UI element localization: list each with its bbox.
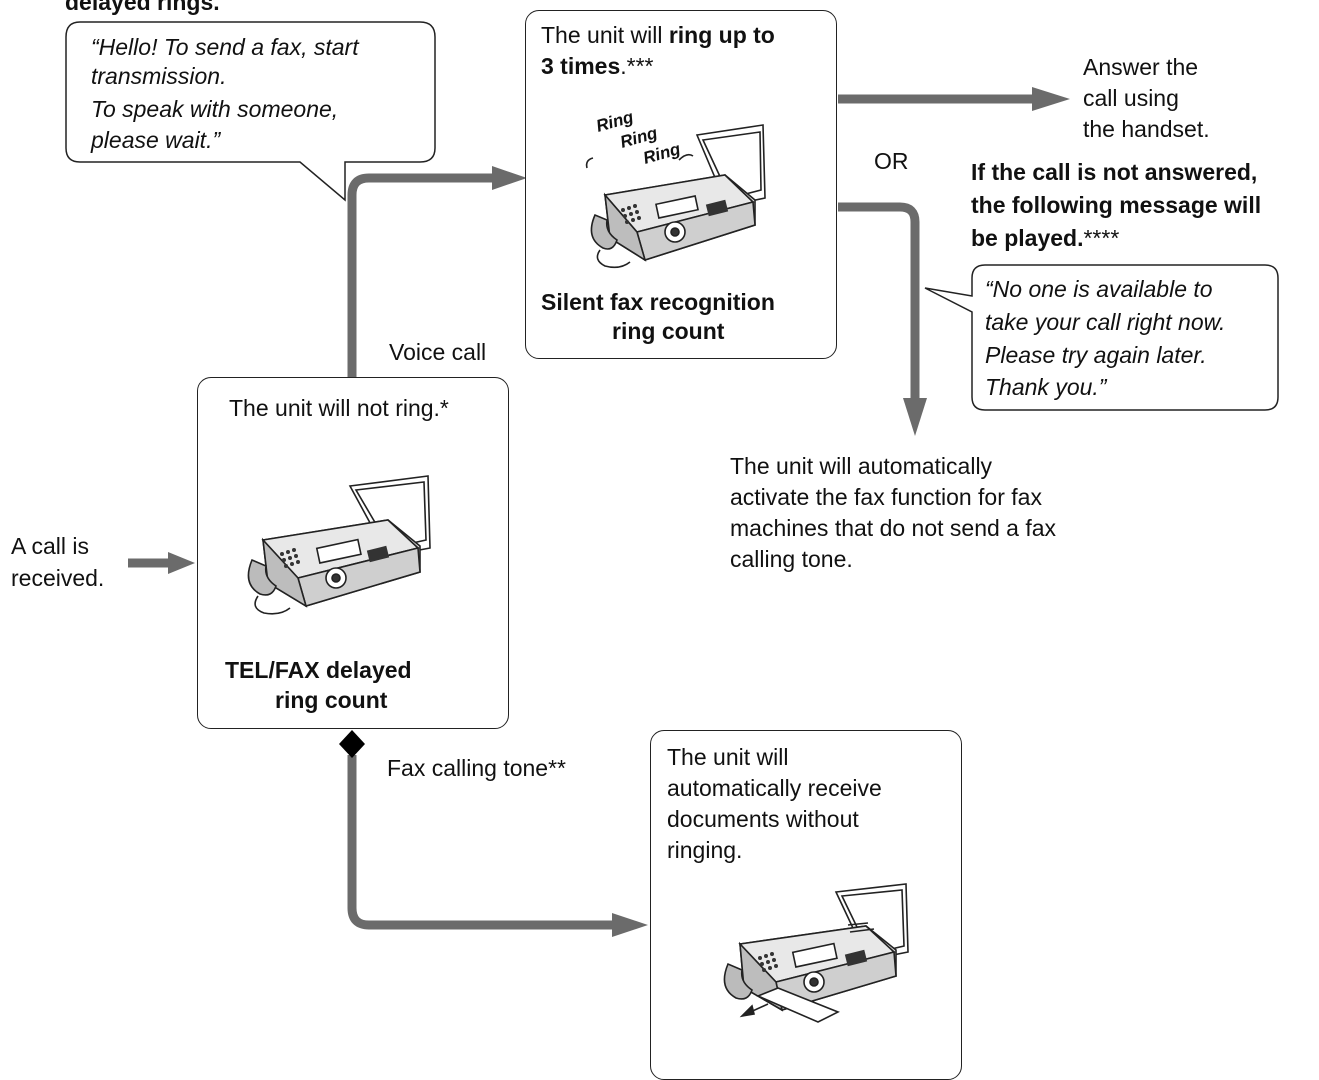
- fax-tone-label: Fax calling tone**: [387, 755, 566, 781]
- fax-machine-receiving-icon: [723, 883, 909, 1023]
- arrow-voice-call: [347, 173, 495, 378]
- receive-box-line-3: documents without: [667, 806, 859, 832]
- activate-line-4: calling tone.: [730, 546, 853, 572]
- ring-box-line-1-pre: The unit will: [541, 22, 669, 48]
- call-received-line-2: received.: [11, 565, 105, 591]
- receive-box-line-1: The unit will: [667, 744, 789, 770]
- activate-line-2: activate the fax function for fax: [730, 484, 1042, 510]
- arrowhead-fax-tone: [612, 913, 648, 937]
- call-received-line-1: A call is: [11, 533, 89, 559]
- not-answered-line-1: If the call is not answered,: [971, 159, 1258, 185]
- arrowhead-not-answered: [903, 398, 927, 436]
- activate-line-3: machines that do not send a fax: [730, 515, 1057, 541]
- delay-box-caption-2: ring count: [275, 687, 388, 713]
- or-label: OR: [874, 148, 909, 174]
- decision-diamond: [339, 730, 365, 758]
- not-answered-line-3-post: ****: [1083, 225, 1120, 251]
- ring-box-line-2: 3 times.***: [541, 52, 654, 81]
- ring-box-line-2-post: .***: [620, 53, 654, 79]
- receive-box-line-2: automatically receive: [667, 775, 882, 801]
- greeting-line-4: please wait.”: [91, 127, 221, 153]
- receive-box: [650, 730, 962, 1080]
- answer-line-3: the handset.: [1083, 116, 1210, 142]
- greeting-line-3: To speak with someone,: [91, 96, 339, 122]
- answer-line-1: Answer the: [1083, 54, 1199, 80]
- greeting-bubble: [65, 21, 436, 202]
- delay-box-line-1: The unit will not ring.*: [229, 395, 449, 421]
- voice-call-label: Voice call: [389, 339, 487, 365]
- arrow-not-answered: [838, 202, 920, 400]
- greeting-line-2: transmission.: [91, 63, 227, 89]
- ring-box-line-1: The unit will ring up to: [541, 21, 775, 50]
- arrow-fax-tone: [347, 755, 615, 930]
- not-answered-line-2: the following message will: [971, 192, 1262, 218]
- unavailable-line-2: take your call right now.: [985, 309, 1226, 335]
- not-answered-line-3-bold: be played.: [971, 225, 1084, 251]
- fax-machine-icon: [585, 124, 766, 269]
- arrowhead-voice-call: [492, 166, 527, 190]
- arrowhead-answer: [1032, 87, 1070, 111]
- unavailable-bubble: [924, 264, 1279, 411]
- activate-line-1: The unit will automatically: [730, 453, 993, 479]
- arrowhead-call-received: [168, 552, 195, 574]
- unavailable-line-1: “No one is available to: [985, 276, 1213, 302]
- ring-box-caption-1: Silent fax recognition: [541, 289, 775, 315]
- not-answered-line-3: be played.****: [971, 224, 1119, 253]
- ring-box-caption-2: ring count: [612, 318, 725, 344]
- ring-box-line-1-bold: ring up to: [668, 22, 775, 48]
- unavailable-line-4: Thank you.”: [985, 374, 1107, 400]
- greeting-line-1: “Hello! To send a fax, start: [91, 34, 359, 60]
- unavailable-line-3: Please try again later.: [985, 342, 1207, 368]
- receive-box-line-4: ringing.: [667, 837, 743, 863]
- ring-box-line-2-bold: 3 times: [541, 53, 621, 79]
- fax-machine-icon-delay: [247, 475, 431, 615]
- delay-box-caption-1: TEL/FAX delayed: [225, 657, 412, 683]
- top-fragment-text: delayed rings.: [65, 0, 220, 15]
- answer-line-2: call using: [1083, 85, 1179, 111]
